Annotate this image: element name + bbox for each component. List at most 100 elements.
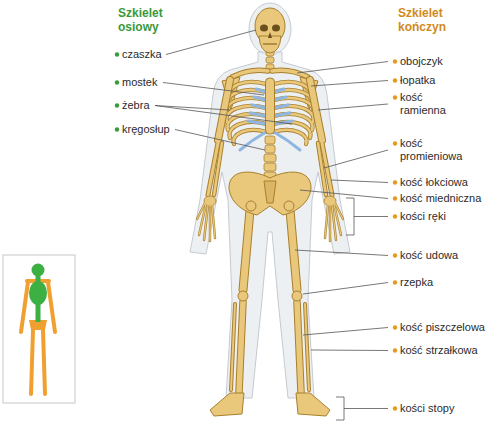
leader-line: [324, 150, 388, 168]
skull: [259, 36, 281, 53]
inset-figure: [43, 330, 45, 394]
bullet-dot: [393, 280, 397, 284]
hand-bones: [197, 201, 206, 219]
bracket: [336, 397, 344, 420]
leader-line: [166, 30, 256, 55]
hand-bones: [329, 205, 331, 241]
leader-line: [295, 250, 388, 256]
leader-line: [163, 83, 264, 96]
bullet-dot: [393, 78, 397, 82]
bullet-dot: [393, 141, 397, 145]
limb-bones: [297, 302, 301, 392]
cartilage: [254, 97, 266, 100]
spine: [264, 163, 276, 171]
cartilage: [274, 132, 300, 150]
limb-bones: [239, 302, 243, 392]
limb-bones: [243, 210, 250, 290]
leader-line: [311, 81, 388, 87]
bracket: [354, 216, 388, 217]
body-silhouette: [190, 52, 350, 398]
bullet-dot: [393, 406, 397, 410]
skull: [255, 8, 285, 53]
leader-line: [155, 106, 230, 111]
limb-bones: [305, 304, 309, 390]
skull: [260, 25, 268, 32]
section-heading: Szkielet osiowy: [118, 6, 180, 34]
skull: [263, 43, 277, 44]
pelvis: [264, 181, 276, 203]
limb-bones: [214, 143, 222, 195]
limb-bones: [297, 302, 301, 392]
leader-line: [297, 62, 388, 74]
hand-bones: [325, 205, 328, 238]
bullet-dot: [115, 52, 119, 56]
patella: [238, 291, 302, 301]
cartilage: [250, 113, 266, 116]
leader-line: [318, 104, 388, 110]
part-label: kość promieniowa: [400, 137, 472, 163]
leader-line: [303, 283, 388, 295]
limb-bones: [231, 304, 235, 390]
pelvis: [229, 172, 311, 215]
skull: [268, 32, 272, 38]
part-label: kość ramienna: [400, 91, 456, 117]
cartilage: [252, 105, 266, 108]
bullet-dot: [393, 59, 397, 63]
hand-bones: [209, 205, 210, 241]
leader-line: [331, 180, 388, 183]
cartilage: [274, 89, 284, 92]
sternum: [266, 78, 275, 134]
part-label: obojczyk: [400, 55, 443, 68]
limb-bones: [208, 80, 332, 392]
spine: [266, 57, 274, 63]
bracket: [344, 408, 388, 409]
clavicle: [272, 70, 308, 77]
part-label: rzepka: [400, 276, 433, 289]
part-label: mostek: [122, 76, 157, 89]
part-label: łopatka: [400, 74, 435, 87]
hand-bones: [209, 205, 211, 241]
cartilage: [274, 97, 286, 100]
patella: [292, 291, 302, 301]
spine: [265, 145, 275, 153]
inset-figure: [36, 276, 41, 322]
inset-figure: [21, 282, 28, 332]
inset-figure: [3, 255, 75, 403]
hand-bones: [197, 201, 343, 241]
clavicle: [232, 70, 308, 77]
foot-bones: [210, 393, 330, 416]
foot-bones: [296, 393, 330, 416]
section-heading: Szkielet kończyn: [398, 6, 462, 34]
part-label: kości ręki: [400, 210, 446, 223]
cartilage: [248, 121, 266, 124]
leader-line: [300, 190, 388, 199]
part-label: kość strzałkowa: [400, 344, 478, 357]
limb-bones: [208, 143, 218, 195]
bullet-dot: [393, 325, 397, 329]
skull: [272, 25, 280, 32]
spine: [264, 154, 276, 162]
pelvis: [229, 172, 311, 215]
part-label: żebra: [122, 99, 150, 112]
limb-bones: [322, 143, 332, 195]
hand-bones: [334, 201, 343, 219]
bullet-dot: [115, 52, 119, 131]
foot-bones: [210, 393, 244, 416]
bullet-dot: [393, 59, 397, 410]
bullet-dot: [115, 80, 119, 84]
leader-line: [175, 130, 265, 151]
part-label: czaszka: [122, 48, 162, 61]
hand-bones: [212, 205, 215, 238]
limb-bones: [208, 80, 332, 392]
pelvis: [284, 201, 294, 211]
inset-figure: [31, 330, 33, 394]
bullet-dot: [393, 196, 397, 200]
inset-figure: [48, 282, 55, 332]
hand-bones: [325, 205, 328, 238]
bracket: [346, 198, 354, 235]
part-label: kości stopy: [400, 402, 454, 415]
bullet-dot: [393, 253, 397, 257]
cartilage: [256, 89, 266, 92]
inset-figure: [32, 264, 45, 277]
